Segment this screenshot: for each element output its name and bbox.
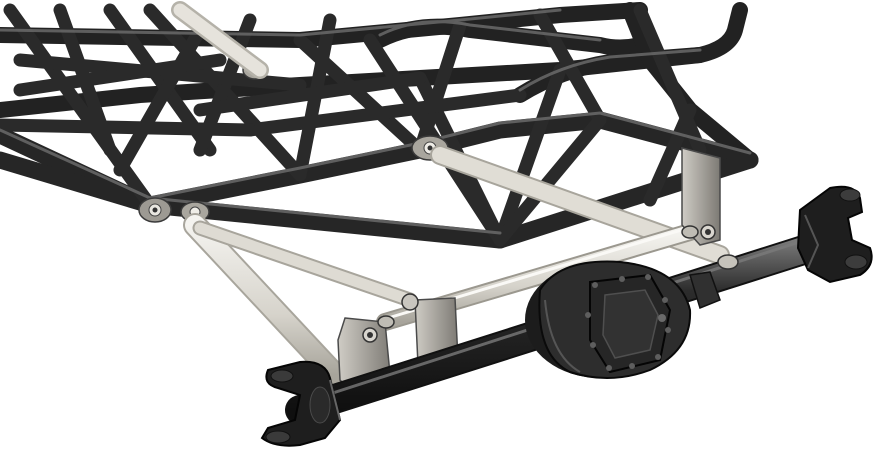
suspension-links [171, 1, 730, 387]
differential-housing [525, 260, 721, 379]
right-steering-knuckle [796, 185, 873, 284]
left-steering-knuckle [260, 360, 342, 447]
cover-bolts [585, 274, 671, 371]
tube-frame [0, 2, 759, 249]
rod-end-left [138, 197, 172, 223]
frame-bracket-right [681, 147, 721, 246]
track-bar-ends [377, 225, 739, 329]
